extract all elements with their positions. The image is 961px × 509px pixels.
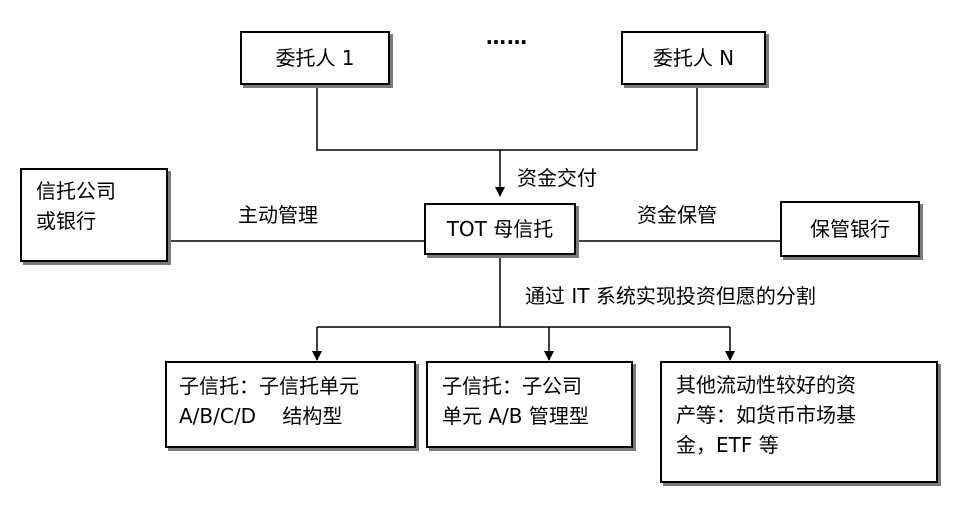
principal-n-box: 委托人 N (621, 31, 766, 85)
line-principal-n (500, 85, 698, 151)
child-2-line1: 子信托：子公司 (442, 374, 582, 398)
label-fund-delivery: 资金交付 (517, 166, 597, 190)
liquid-assets-box: 其他流动性较好的资 产等：如货币市场基 金，ETF 等 (660, 361, 938, 483)
child-3-line1: 其他流动性较好的资 (676, 373, 856, 397)
child-2-line2: 单元 A/B 管理型 (442, 404, 589, 428)
principals-ellipsis: …… (486, 25, 528, 49)
line-principal-1 (316, 85, 500, 151)
parent-trust-label: TOT 母信托 (446, 217, 554, 241)
principal-1-label: 委托人 1 (275, 46, 355, 70)
trust-company-box: 信托公司 或银行 (20, 168, 168, 262)
child-1-line1: 子信托：子信托单元 (179, 374, 359, 398)
child-trust-managed-box: 子信托：子公司 单元 A/B 管理型 (426, 361, 633, 448)
label-it-split: 通过 IT 系统实现投资但愿的分割 (525, 284, 816, 308)
label-active-management: 主动管理 (238, 203, 318, 227)
principal-n-label: 委托人 N (652, 46, 735, 70)
custodian-bank-label: 保管银行 (810, 217, 890, 241)
trust-company-line1: 信托公司 (36, 179, 116, 203)
child-trust-structured-box: 子信托：子信托单元 A/B/C/D 结构型 (165, 361, 416, 448)
principal-1-box: 委托人 1 (240, 31, 390, 85)
child-1-line2: A/B/C/D 结构型 (179, 404, 343, 428)
child-3-line2: 产等：如货币市场基 (676, 403, 856, 427)
parent-trust-box: TOT 母信托 (424, 203, 576, 255)
custodian-bank-box: 保管银行 (780, 201, 920, 257)
label-fund-custody: 资金保管 (637, 203, 717, 227)
trust-company-line2: 或银行 (36, 209, 96, 233)
child-3-line3: 金，ETF 等 (676, 433, 779, 457)
